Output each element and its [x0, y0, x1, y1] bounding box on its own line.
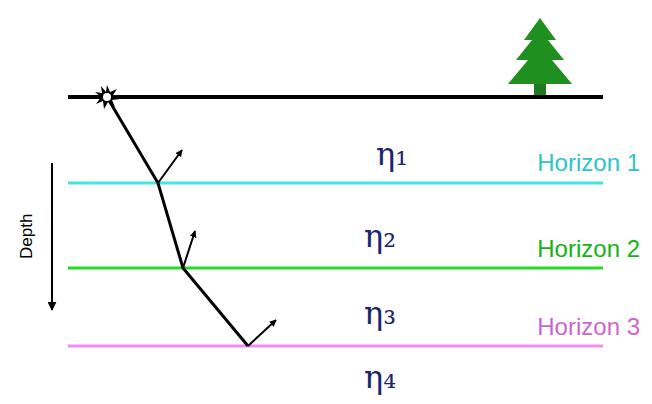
- tree-icon: [508, 18, 572, 98]
- reflection-arrow: [158, 150, 182, 183]
- layer-parameter: η₂: [364, 219, 396, 254]
- ground-surface: [68, 95, 603, 99]
- horizon-line: [68, 182, 603, 185]
- reflection-arrow: [248, 320, 276, 346]
- depth-arrow: [51, 163, 53, 310]
- ray-path: [107, 97, 248, 346]
- horizon-line: [68, 345, 603, 348]
- reflection-arrow: [183, 231, 195, 268]
- layer-parameter: η₄: [364, 360, 396, 395]
- horizon-label: Horizon 1: [537, 150, 640, 176]
- layer-parameter: η₁: [372, 137, 412, 172]
- horizon-label: Horizon 2: [537, 236, 640, 262]
- layer-parameter: η₃: [364, 296, 396, 331]
- horizon-label: Horizon 3: [537, 314, 640, 340]
- source-burst: [95, 85, 120, 109]
- axis-label: Depth: [19, 213, 38, 258]
- horizon-line: [68, 267, 603, 270]
